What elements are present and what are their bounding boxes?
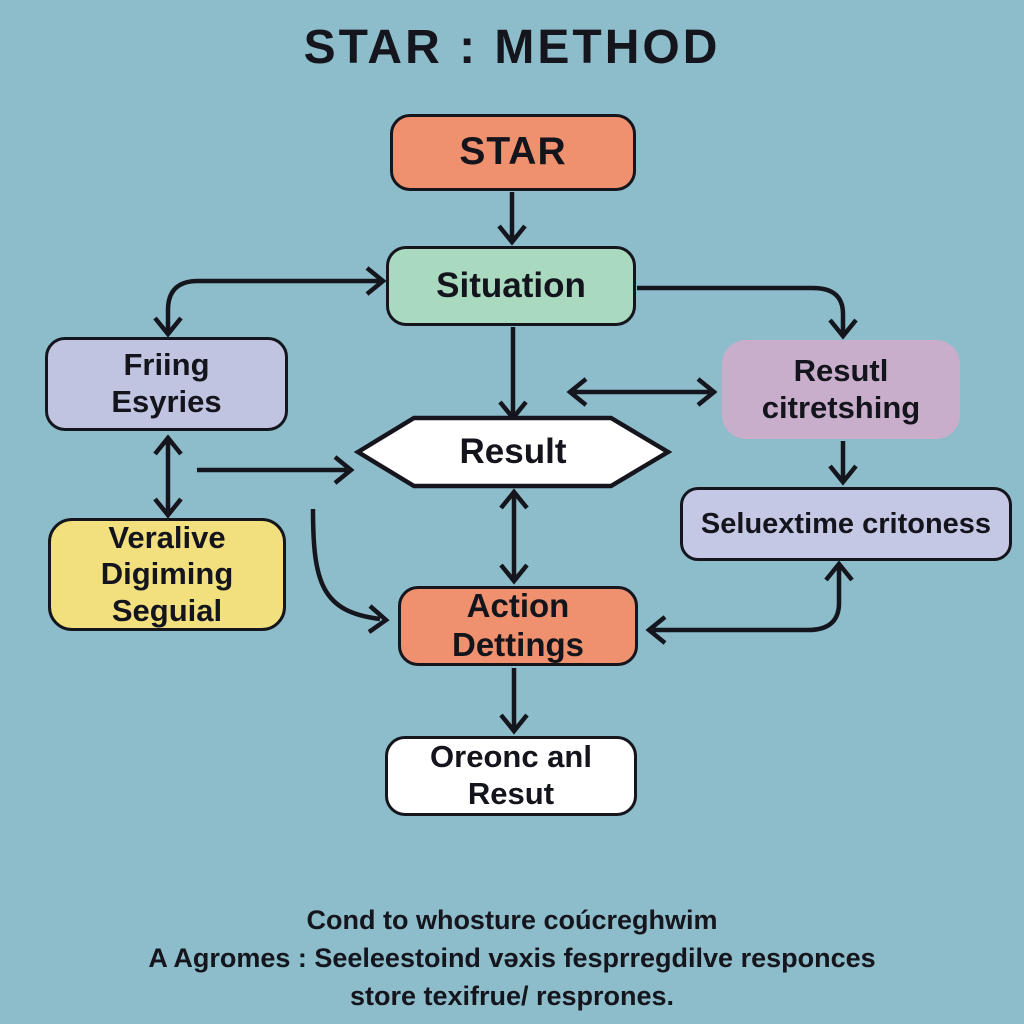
node-star-label: STAR <box>459 130 567 174</box>
arrow-result-action-double <box>499 488 529 585</box>
node-star: STAR <box>390 114 636 191</box>
caption-line3: store texifrue/ resprones. <box>349 980 675 1011</box>
caption-block: Cond to whosture coúcreghwim A Agromes :… <box>0 902 1024 1015</box>
node-situation: Situation <box>386 246 636 326</box>
node-veralive-line3: Seguial <box>111 592 223 628</box>
node-veralive-digiming-seguial: Veralive Digiming Seguial <box>48 518 286 631</box>
arrow-action-to-oreonc <box>499 668 529 735</box>
arrow-situation-to-result <box>498 327 528 422</box>
caption-line1: Cond to whosture coúcreghwim <box>306 905 718 935</box>
node-action-dettings: Action Dettings <box>398 586 638 666</box>
node-result-label: Result <box>459 432 567 471</box>
node-seluextime-critoness: Seluextime critoness <box>680 487 1012 561</box>
node-result-hexagon: Result <box>358 418 668 486</box>
node-resutl-line2: citretshing <box>761 389 921 425</box>
arrow-curve-to-action <box>310 508 390 634</box>
result-hexagon-shape <box>353 415 673 489</box>
arrow-seluextime-action-elbow <box>645 560 854 645</box>
node-oreonc-line1: Oreonc anl <box>430 739 592 775</box>
page-title: STAR : METHOD <box>303 21 721 74</box>
node-seluextime-label: Seluextime critoness <box>700 507 992 540</box>
node-veralive-line2: Digiming <box>100 556 234 592</box>
arrow-situation-to-resutl <box>637 285 858 340</box>
arrow-resutl-to-seluextime <box>828 441 858 486</box>
node-veralive-line1: Veralive <box>108 519 226 555</box>
node-situation-label: Situation <box>436 266 586 306</box>
node-action-line2: Dettings <box>452 626 584 663</box>
node-resutl-line1: Resutl <box>793 352 889 388</box>
arrow-situation-friing-elbow <box>153 266 387 338</box>
node-friing-line2: Esyries <box>111 384 222 419</box>
arrow-star-to-situation <box>497 192 527 246</box>
arrow-result-resutl-double <box>566 377 718 407</box>
node-oreonc-anl-resut: Oreonc anl Resut <box>385 736 637 816</box>
node-resutl-citretshing: Resutl citretshing <box>722 340 960 439</box>
node-friing-esyries: Friing Esyries <box>45 337 288 431</box>
node-oreonc-line2: Resut <box>467 776 555 811</box>
arrow-friing-veralive-double <box>153 434 183 519</box>
caption-line2: A Agromes : Seeleestoind vəxis fesprregd… <box>148 942 876 973</box>
arrow-left-to-result <box>197 455 355 485</box>
node-friing-line1: Friing <box>123 347 210 383</box>
node-action-line1: Action <box>466 587 570 625</box>
